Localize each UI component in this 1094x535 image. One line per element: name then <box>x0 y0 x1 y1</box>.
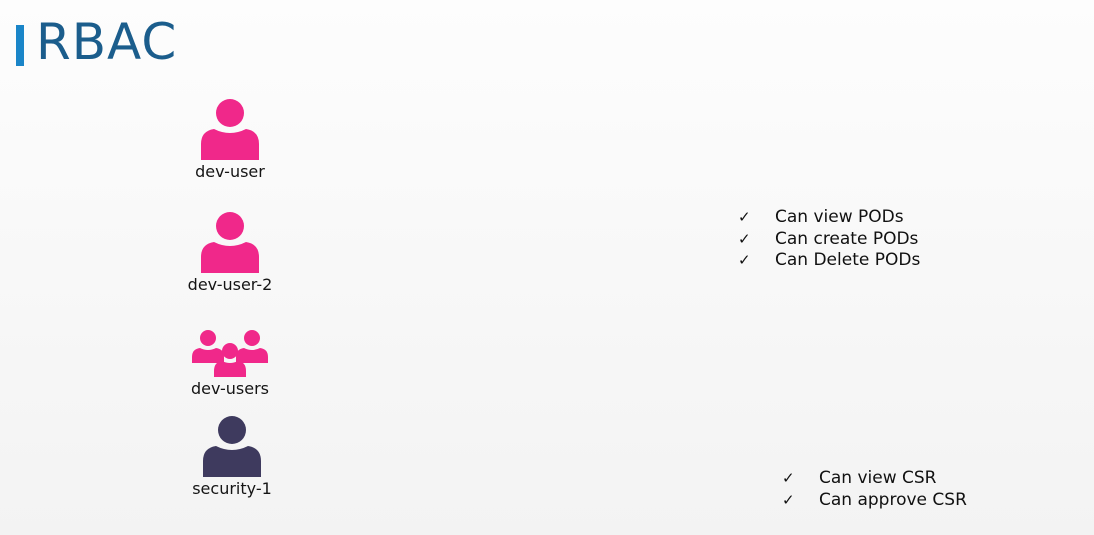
csr-permissions-list: ✓Can view CSR ✓Can approve CSR <box>782 468 967 511</box>
identity-dev-user: dev-user <box>170 98 290 182</box>
list-item: ✓Can Delete PODs <box>738 250 921 270</box>
check-icon: ✓ <box>738 208 751 226</box>
list-item: ✓Can view PODs <box>738 207 904 227</box>
list-item: ✓Can view CSR <box>782 468 937 488</box>
pod-permissions-list: ✓Can view PODs ✓Can create PODs ✓Can Del… <box>738 207 920 272</box>
check-icon: ✓ <box>782 469 795 487</box>
identity-label: dev-users <box>190 379 270 398</box>
identity-dev-user-2: dev-user-2 <box>170 211 290 295</box>
list-item: ✓Can create PODs <box>738 228 919 249</box>
page-title: RBAC <box>36 13 178 71</box>
user-icon <box>201 212 259 273</box>
identity-security-1: security-1 <box>172 415 292 499</box>
user-group-icon <box>192 330 268 377</box>
check-icon: ✓ <box>738 251 751 269</box>
title-accent-bar <box>16 25 24 66</box>
identity-label: security-1 <box>192 479 272 498</box>
identity-label: dev-user-2 <box>187 275 273 294</box>
user-icon <box>203 416 261 477</box>
list-item: ✓Can approve CSR <box>782 489 967 510</box>
check-icon: ✓ <box>738 229 751 248</box>
user-icon <box>201 99 259 160</box>
check-icon: ✓ <box>782 490 795 509</box>
identity-dev-users: dev-users <box>170 329 290 399</box>
identity-label: dev-user <box>195 162 265 181</box>
